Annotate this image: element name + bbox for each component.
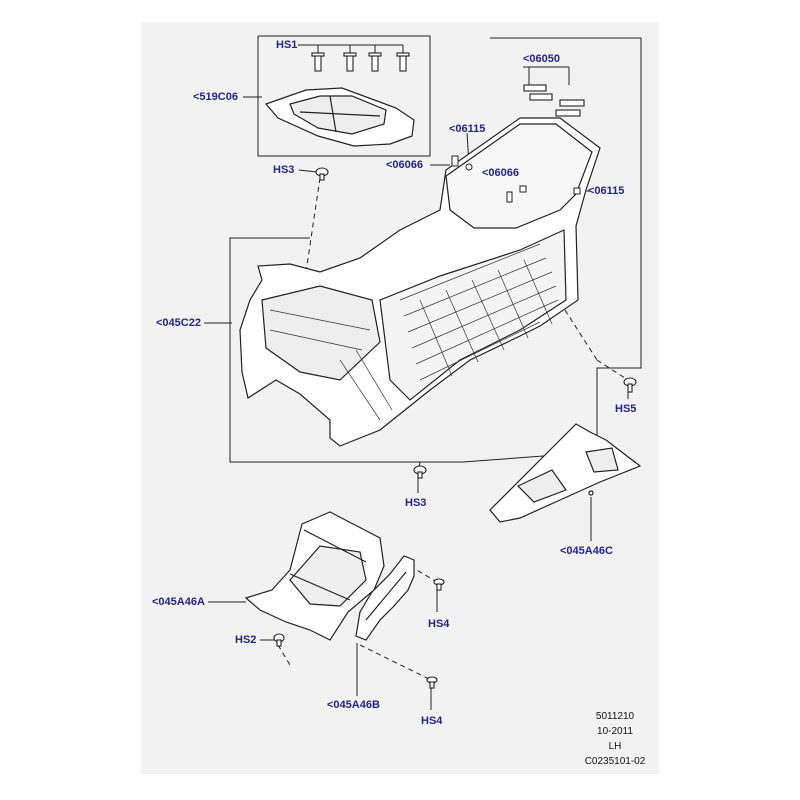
hs1-screws <box>311 52 410 72</box>
hs3-bottom-screw <box>413 465 427 479</box>
label-06050: <06050 <box>523 53 561 65</box>
label-06066-left: <06066 <box>386 159 424 171</box>
label-06115-right: <06115 <box>588 185 625 197</box>
label-045a46b: <045A46B <box>327 699 380 711</box>
frame-lattice <box>269 243 559 421</box>
label-hs4-lower: HS4 <box>421 715 443 727</box>
part-045a46c-plate <box>489 423 642 523</box>
label-hs2: HS2 <box>235 634 257 646</box>
label-045a46c: <045A46C <box>560 545 613 557</box>
diagram-date: 10-2011 <box>597 726 633 737</box>
label-06115-top: <06115 <box>449 123 486 135</box>
part-045a46b-panel <box>355 555 415 641</box>
label-hs3-bottom: HS3 <box>405 497 427 509</box>
frame-fasteners <box>451 155 581 203</box>
label-519c06: <519C06 <box>193 91 238 103</box>
label-hs1: HS1 <box>276 39 298 51</box>
label-hs5: HS5 <box>615 403 637 415</box>
label-hs4-upper: HS4 <box>428 618 450 630</box>
diagram-code: 5011210 <box>595 711 635 722</box>
label-06066-right: <06066 <box>482 167 520 179</box>
assembly-box-top <box>257 35 431 157</box>
hs2-screw <box>273 633 285 647</box>
diagram-side: LH <box>608 741 622 752</box>
label-045a46a: <045A46A <box>152 596 205 608</box>
diagram-reference: C0235101-02 <box>584 756 646 767</box>
part-045a46a-bracket <box>244 511 385 641</box>
hs5-screw <box>623 377 637 393</box>
label-hs3-top: HS3 <box>273 164 295 176</box>
part-06050-clips <box>523 84 585 117</box>
hs3-top-screw <box>315 167 329 181</box>
part-519c06-bracket <box>264 87 415 147</box>
label-045c22: <045C22 <box>156 317 201 329</box>
hs4-screws <box>426 578 445 689</box>
